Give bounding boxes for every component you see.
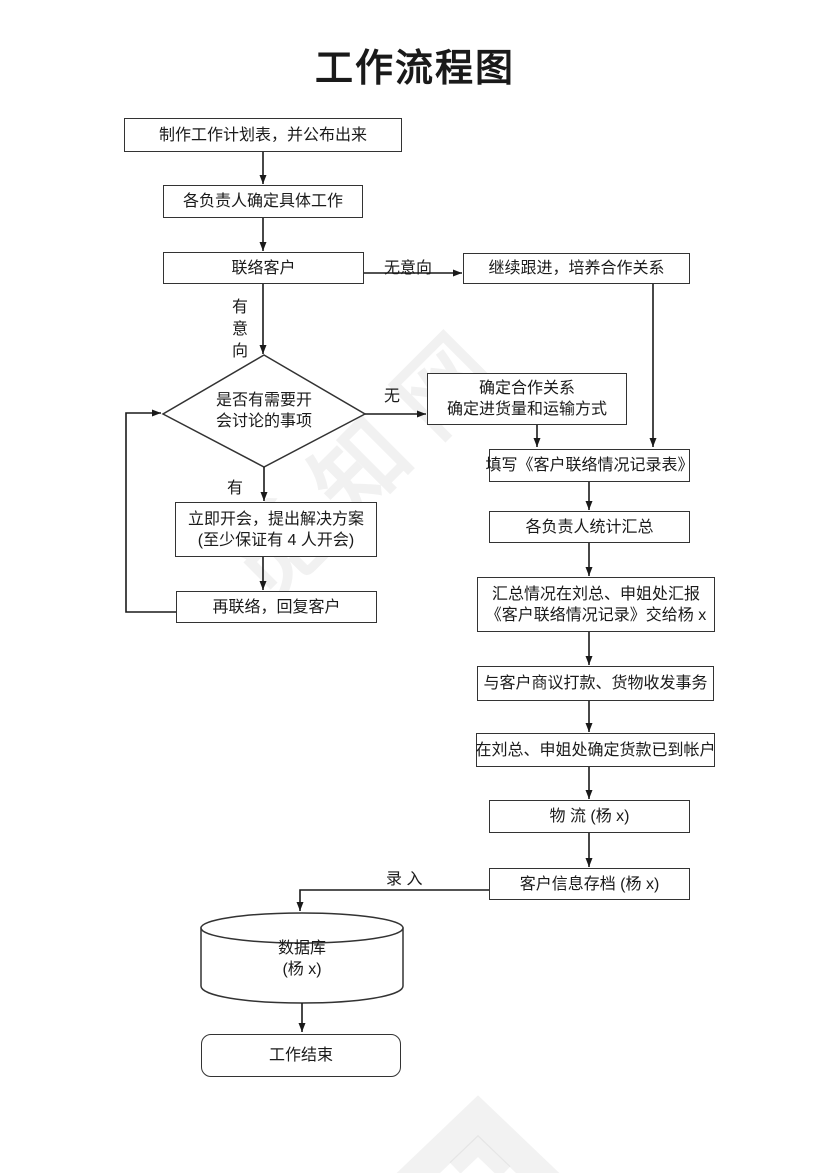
node-make-plan-label: 制作工作计划表，并公布出来 [158,126,367,144]
node-database-line1: 数据库 [277,940,326,957]
node-database: 数据库 (杨 x) [222,934,382,984]
node-assign-work-label: 各负责人确定具体工作 [182,193,343,210]
diagram-title: 工作流程图 [314,48,515,90]
watermark-logo-triangle [396,1095,560,1173]
node-logistics: 物 流 (杨 x) [489,800,690,833]
node-contact-customer-label: 联络客户 [231,259,296,277]
edge-label-no: 无 [384,388,401,405]
node-make-plan: 制作工作计划表，并公布出来 [124,118,402,152]
node-work-end-label: 工作结束 [268,1047,333,1064]
node-statistics-summary: 各负责人统计汇总 [489,511,690,543]
node-assign-work: 各负责人确定具体工作 [163,185,363,218]
node-report-line2: 《客户联络情况记录》交给杨 x [485,606,707,624]
node-contact-customer: 联络客户 [163,252,364,284]
node-follow-up: 继续跟进，培养合作关系 [463,253,690,284]
node-verify-payment: 在刘总、申姐处确定货款已到帐户 [475,733,716,767]
node-negotiate-payment: 与客户商议打款、货物收发事务 [477,666,714,701]
edge-label-record-entry: 录 入 [386,871,423,888]
node-archive-customer-info: 客户信息存档 (杨 x) [489,868,690,900]
node-database-line2: (杨 x) [282,961,322,978]
node-confirm-cooperation: 确定合作关系 确定进货量和运输方式 [427,373,627,425]
node-decision-line2: 会讨论的事项 [215,413,312,430]
node-decision-line1: 是否有需要开 [215,392,312,409]
node-recontact-customer: 再联络，回复客户 [176,591,377,623]
arrow-archive-to-database [296,889,489,911]
node-confirm-line1: 确定合作关系 [478,380,575,397]
node-report-line1: 汇总情况在刘总、申姐处汇报 [491,585,700,603]
node-report-to-managers: 汇总情况在刘总、申姐处汇报 《客户联络情况记录》交给杨 x [477,577,715,632]
node-statistics-summary-label: 各负责人统计汇总 [525,518,654,536]
node-negotiate-payment-label: 与客户商议打款、货物收发事务 [483,675,708,692]
edge-label-has-intent: 有意向 [231,299,248,360]
node-verify-payment-label: 在刘总、申姐处确定货款已到帐户 [475,741,716,759]
node-follow-up-label: 继续跟进，培养合作关系 [488,260,665,277]
node-hold-meeting-line1: 立即开会，提出解决方案 [187,510,364,528]
node-work-end: 工作结束 [201,1034,401,1077]
node-decision-meeting: 是否有需要开 会讨论的事项 [174,382,354,440]
node-hold-meeting-line2: (至少保证有 4 人开会) [197,531,355,549]
arrow-recontact-loop-to-decision [125,409,176,613]
node-hold-meeting: 立即开会，提出解决方案 (至少保证有 4 人开会) [175,502,377,557]
node-recontact-customer-label: 再联络，回复客户 [212,598,341,616]
node-logistics-label: 物 流 (杨 x) [549,808,630,825]
node-archive-customer-info-label: 客户信息存档 (杨 x) [519,875,660,893]
edge-label-yes: 有 [227,480,244,497]
node-fill-record-form: 填写《客户联络情况记录表》 [486,449,694,482]
node-confirm-line2: 确定进货量和运输方式 [446,401,607,418]
edge-label-no-intent: 无意向 [384,260,433,277]
node-fill-record-form-label: 填写《客户联络情况记录表》 [485,457,694,474]
